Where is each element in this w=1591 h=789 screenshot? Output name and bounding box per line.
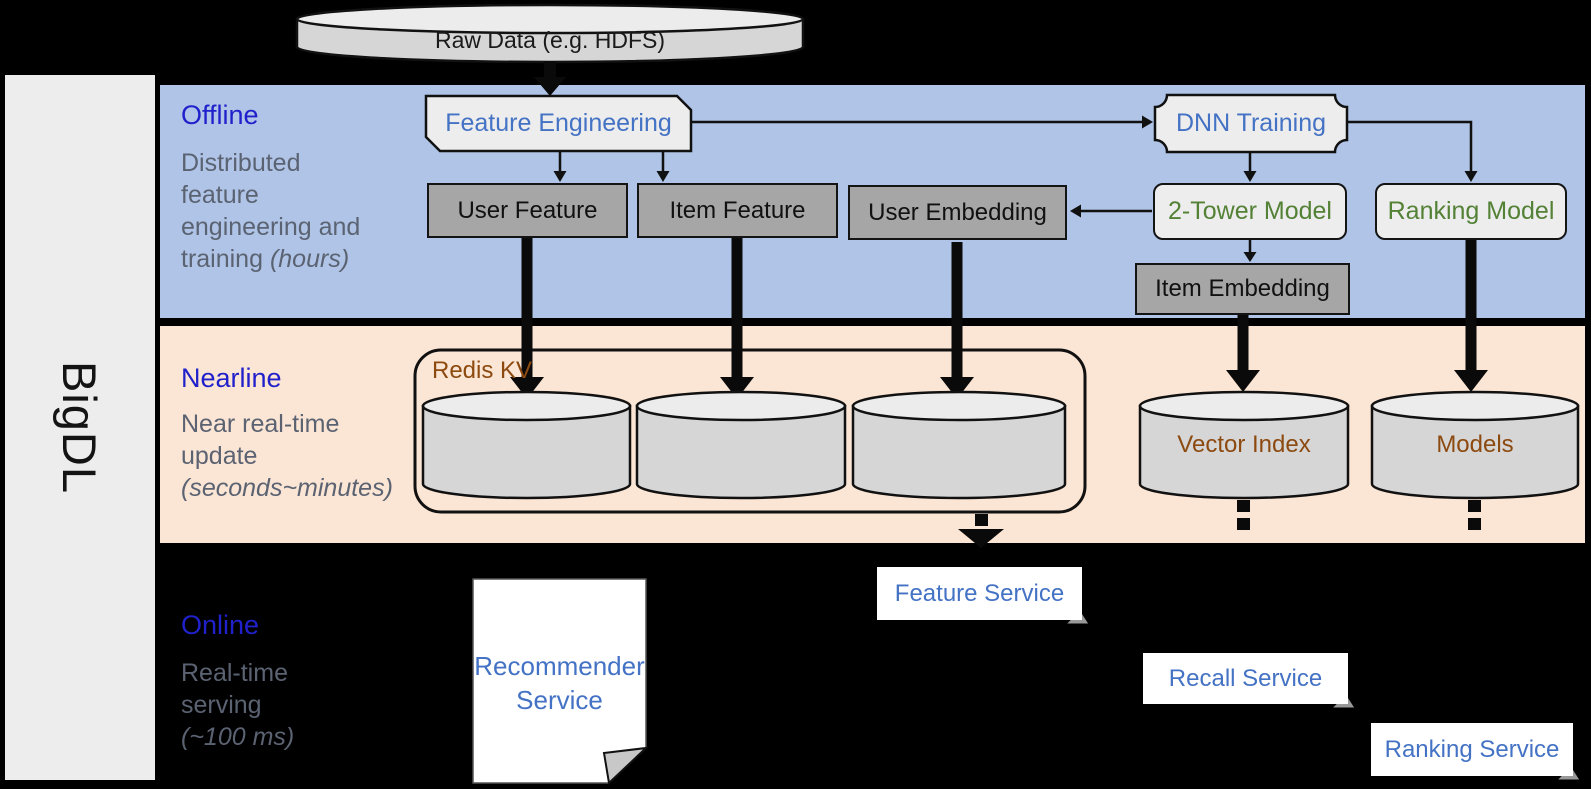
ranking-service-node: Ranking Service xyxy=(1371,723,1573,776)
raw-data-label: Raw Data (e.g. HDFS) xyxy=(434,26,666,53)
user-embedding-node: User Embedding xyxy=(848,185,1067,240)
recall-service-node: Recall Service xyxy=(1143,653,1348,704)
nearline-desc: Near real-time update (seconds~minutes) xyxy=(181,408,431,504)
offline-title: Offline xyxy=(181,100,259,130)
dnn-training-label: DNN Training xyxy=(1175,109,1327,137)
two-tower-model-node: 2-Tower Model xyxy=(1153,183,1347,240)
ranking-model-node: Ranking Model xyxy=(1375,183,1567,240)
offline-desc-line4-text: training xyxy=(181,245,263,273)
nearline-desc-line2: update xyxy=(181,442,258,470)
online-desc-italic: (~100 ms) xyxy=(181,723,295,751)
offline-desc-line1: Distributed xyxy=(181,149,301,177)
offline-desc: Distributed feature engineering and trai… xyxy=(181,147,416,275)
offline-desc-italic: (hours) xyxy=(269,245,350,273)
online-desc-line2: serving xyxy=(181,691,262,719)
bigdl-sidebar: BigDL xyxy=(5,75,155,780)
vector-index-label: Vector Index xyxy=(1177,431,1311,458)
user-feature-node: User Feature xyxy=(427,183,628,238)
online-title: Online xyxy=(181,610,260,640)
item-embedding-node: Item Embedding xyxy=(1135,263,1350,315)
feature-engineering-label: Feature Engineering xyxy=(445,109,672,137)
online-desc-line1: Real-time xyxy=(181,659,288,687)
offline-desc-line2: feature xyxy=(181,181,259,209)
online-desc: Real-time serving (~100 ms) xyxy=(181,657,431,753)
feature-service-node: Feature Service xyxy=(877,567,1082,620)
nearline-title: Nearline xyxy=(181,363,282,393)
redis-kv-label: Redis KV xyxy=(432,357,533,384)
nearline-desc-italic: (seconds~minutes) xyxy=(181,474,393,502)
recommender-service-label: Recommender Service xyxy=(474,651,645,715)
item-feature-node: Item Feature xyxy=(637,183,838,238)
models-label: Models xyxy=(1436,431,1514,458)
offline-desc-line4: training (hours) xyxy=(181,243,416,275)
nearline-desc-line1: Near real-time xyxy=(181,410,340,438)
bigdl-label: BigDL xyxy=(53,360,107,495)
offline-desc-line3: engineering and xyxy=(181,213,361,241)
